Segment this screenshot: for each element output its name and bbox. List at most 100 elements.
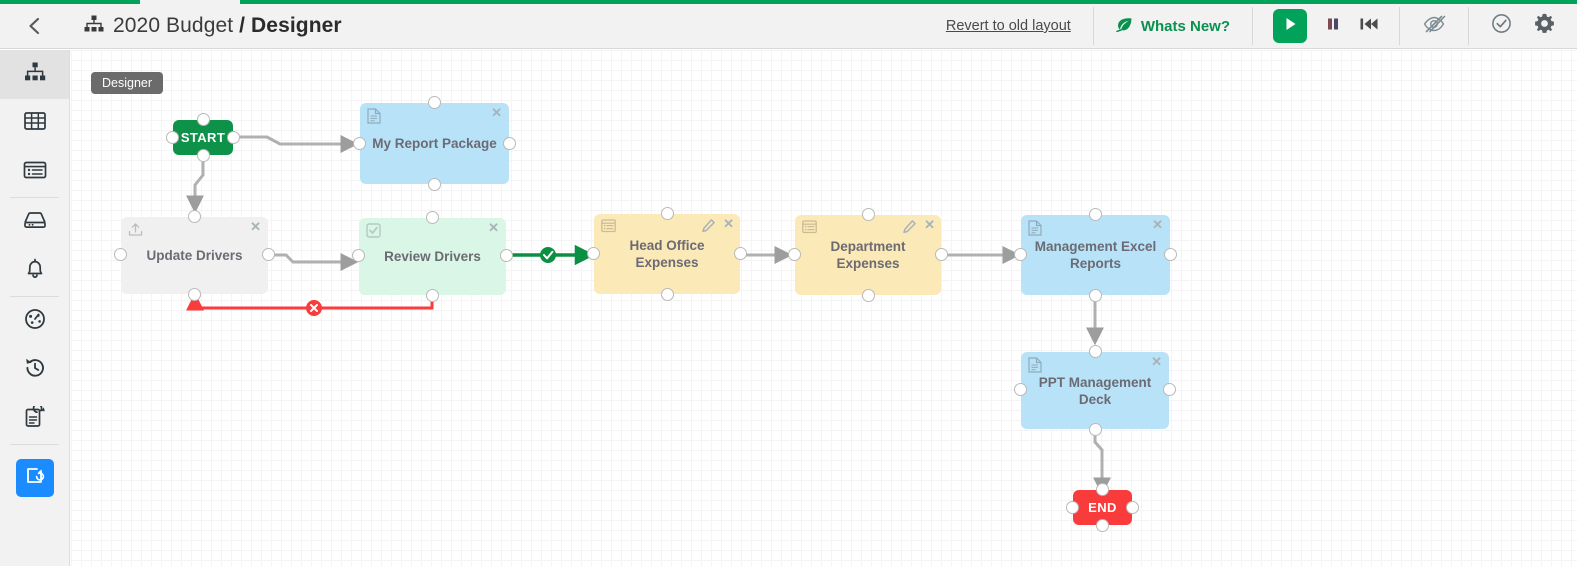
header-right-actions (1469, 4, 1577, 48)
node-close-button[interactable]: ✕ (1152, 217, 1163, 232)
checkbox-icon (366, 223, 381, 243)
chevron-left-icon (25, 16, 45, 36)
revert-to-old-layout-link[interactable]: Revert to old layout (945, 18, 1071, 34)
port-top[interactable] (1089, 208, 1102, 221)
node-edit-button[interactable] (903, 220, 916, 238)
rewind-button[interactable] (1359, 16, 1379, 37)
port-top[interactable] (428, 96, 441, 109)
sidebar-item-grid[interactable] (0, 99, 69, 148)
port-left[interactable] (353, 137, 366, 150)
port-bottom[interactable] (660, 288, 674, 301)
whats-new-button[interactable]: Whats New? (1116, 17, 1230, 36)
port-right[interactable] (262, 248, 275, 261)
sidebar-item-alerts[interactable] (0, 247, 69, 296)
breadcrumb-page: Designer (251, 14, 342, 37)
header-divider-2 (1252, 7, 1253, 45)
eye-slash-icon (1422, 14, 1446, 39)
port-left[interactable] (788, 248, 801, 261)
port-bottom[interactable] (196, 149, 210, 162)
port-bottom[interactable] (1089, 289, 1102, 302)
edge-start-to-update-drivers[interactable] (186, 155, 205, 214)
port-bottom[interactable] (428, 178, 441, 191)
port-left[interactable] (114, 248, 127, 261)
node-edit-button[interactable] (702, 219, 715, 237)
node-close-button[interactable]: ✕ (488, 220, 499, 235)
port-right[interactable] (500, 249, 513, 262)
port-left[interactable] (166, 131, 179, 144)
port-right[interactable] (1164, 248, 1177, 261)
node-ppt-management-deck[interactable]: ✕ PPT Management Deck (1014, 345, 1176, 436)
top-accent-gap (140, 0, 240, 4)
port-left[interactable] (352, 249, 365, 262)
node-update-drivers[interactable]: ✕ Update Drivers (114, 210, 275, 301)
settings-button[interactable] (1534, 13, 1555, 39)
port-top[interactable] (196, 113, 210, 126)
node-management-excel-reports[interactable]: ✕ Management Excel Reports (1014, 208, 1177, 302)
node-department-expenses-label: Department Expenses (830, 239, 906, 271)
port-bottom[interactable] (1096, 519, 1109, 532)
port-top[interactable] (1088, 345, 1102, 358)
node-department-expenses[interactable]: ✕ Department Expenses (788, 208, 948, 302)
validate-button[interactable] (1491, 13, 1512, 39)
port-left[interactable] (1066, 501, 1079, 514)
port-right[interactable] (734, 247, 747, 260)
sidebar-item-history[interactable] (0, 346, 69, 395)
node-close-button[interactable]: ✕ (924, 217, 935, 232)
port-bottom[interactable] (1088, 423, 1102, 436)
port-bottom[interactable] (861, 289, 875, 302)
leaf-icon (1116, 17, 1133, 36)
play-icon (1283, 16, 1298, 37)
port-top[interactable] (1096, 483, 1109, 496)
port-left[interactable] (1014, 383, 1027, 396)
node-review-drivers[interactable]: ✕ Review Drivers (352, 211, 513, 302)
port-right[interactable] (935, 248, 948, 261)
node-head-office-expenses[interactable]: ✕ Head Office Expenses (587, 207, 747, 301)
node-end[interactable]: END (1066, 483, 1139, 532)
node-close-button[interactable]: ✕ (491, 105, 502, 120)
history-icon (24, 357, 46, 384)
gauge-icon (23, 308, 47, 335)
publish-icon (24, 465, 45, 491)
play-button[interactable] (1273, 9, 1307, 43)
port-bottom[interactable] (426, 289, 439, 302)
edge-marker-check-circle-icon[interactable] (540, 247, 556, 263)
port-right[interactable] (227, 131, 240, 144)
node-start[interactable]: START (166, 113, 240, 162)
node-end-label: END (1088, 500, 1117, 515)
sidebar-item-publish[interactable] (15, 459, 54, 497)
node-my-report-package[interactable]: ✕ My Report Package (353, 96, 516, 191)
sidebar-item-performance[interactable] (0, 297, 69, 346)
back-button[interactable] (0, 4, 70, 48)
hide-button[interactable] (1422, 14, 1446, 39)
port-bottom[interactable] (188, 288, 201, 301)
port-top[interactable] (188, 210, 201, 223)
edge-start-to-my-report-package[interactable] (239, 135, 359, 153)
edge-ppt-management-deck-to-end[interactable] (1093, 430, 1111, 496)
sidebar-item-designer[interactable] (0, 50, 69, 99)
port-right[interactable] (1163, 383, 1176, 396)
port-top[interactable] (426, 211, 439, 224)
node-close-button[interactable]: ✕ (250, 219, 261, 234)
node-close-button[interactable]: ✕ (1151, 354, 1162, 369)
port-top[interactable] (660, 207, 674, 220)
port-right[interactable] (503, 137, 516, 150)
port-left[interactable] (587, 247, 600, 260)
designer-canvas[interactable]: Designer (71, 50, 1577, 566)
form-icon (601, 219, 616, 238)
port-right[interactable] (1126, 501, 1139, 514)
bell-icon (24, 258, 46, 285)
clipboard-refresh-icon (24, 403, 46, 433)
sidebar-item-list[interactable] (0, 148, 69, 197)
pause-button[interactable] (1325, 16, 1341, 37)
header-divider-4 (1468, 7, 1469, 45)
port-top[interactable] (861, 208, 875, 221)
transport-controls (1253, 4, 1399, 48)
upload-task-icon (128, 222, 143, 242)
edge-update-drivers-to-review-drivers[interactable] (271, 253, 359, 271)
port-left[interactable] (1014, 248, 1027, 261)
sidebar-item-audit[interactable] (0, 395, 69, 444)
document-icon (1028, 357, 1042, 378)
edge-layer (186, 135, 1111, 496)
node-close-button[interactable]: ✕ (723, 216, 734, 231)
sidebar-item-storage[interactable] (0, 198, 69, 247)
